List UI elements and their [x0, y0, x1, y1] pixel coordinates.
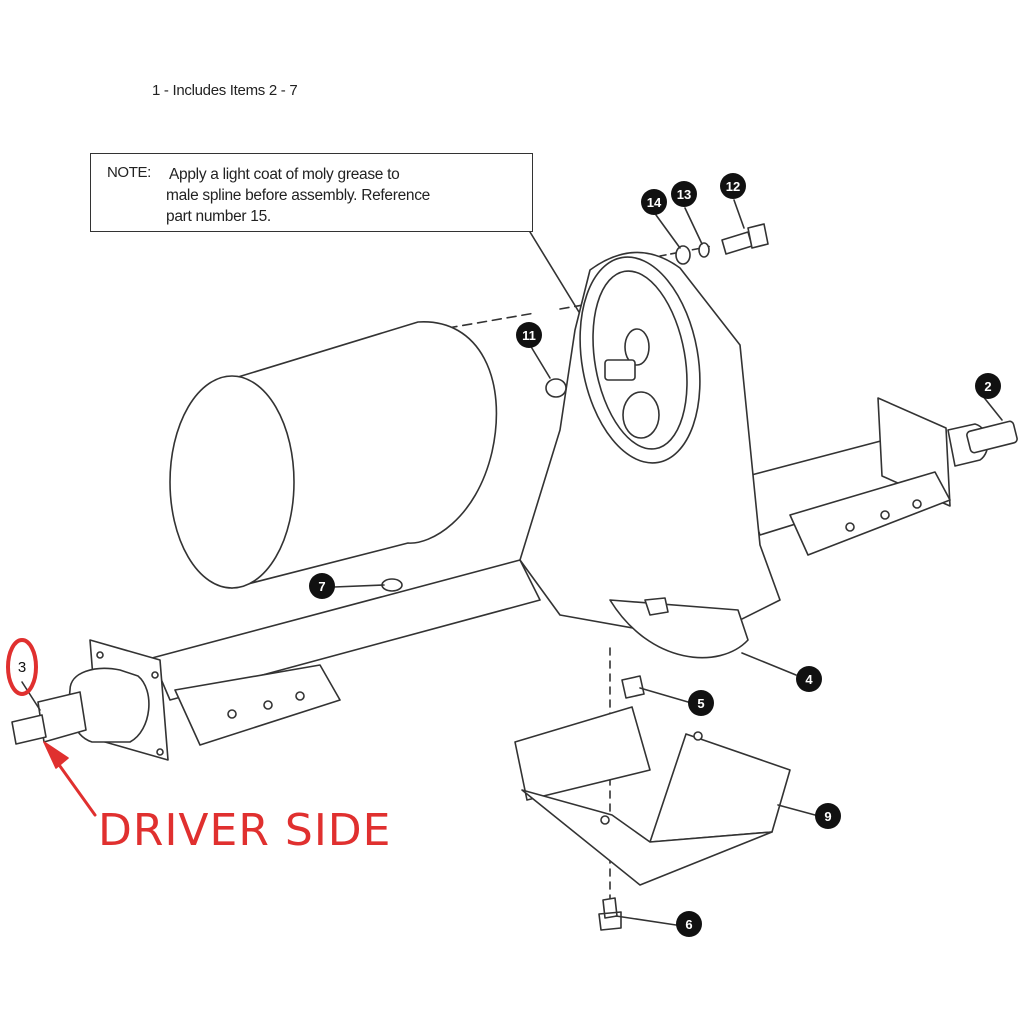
- note-box: NOTE: Apply a light coat of moly grease …: [90, 153, 533, 232]
- leader-12: [733, 199, 745, 229]
- callout-2: 2: [975, 373, 1001, 399]
- plug-11: [545, 378, 567, 398]
- skid-plate-9: [514, 706, 791, 886]
- leader-4: [741, 652, 797, 676]
- callout-4: 4: [796, 666, 822, 692]
- callout-11: 11: [516, 322, 542, 348]
- callout-5: 5: [688, 690, 714, 716]
- male-spline: [604, 359, 636, 381]
- callout-7: 7: [309, 573, 335, 599]
- header-note: 1 - Includes Items 2 - 7: [152, 82, 298, 99]
- vent-cap-7: [381, 578, 403, 592]
- leader-11: [529, 344, 551, 379]
- leader-3: [21, 681, 41, 711]
- differential-housing: [519, 251, 781, 659]
- right-axle-tube: [739, 397, 1018, 556]
- driver-side-annotation: DRIVER SIDE: [98, 805, 392, 856]
- note-line-2: male spline before assembly. Reference: [166, 187, 431, 204]
- lock-washer-13: [698, 242, 710, 258]
- bolt-6: [598, 897, 622, 931]
- bolt-12: [721, 223, 769, 255]
- note-line-1: Apply a light coat of moly grease to: [169, 166, 400, 183]
- leader-2: [981, 394, 1003, 421]
- red-arrow-head: [43, 741, 69, 769]
- leader-5: [639, 687, 689, 703]
- note-text: Apply a light coat of moly grease to mal…: [166, 164, 506, 227]
- callout-3: 3: [17, 658, 27, 676]
- callout-13: 13: [671, 181, 697, 207]
- nut-5: [621, 675, 645, 699]
- callout-14: 14: [641, 189, 667, 215]
- motor-body: [169, 321, 498, 589]
- callout-9: 9: [815, 803, 841, 829]
- leader-14: [655, 214, 681, 249]
- flat-washer-14: [675, 245, 691, 265]
- left-axle-tube: [11, 559, 541, 761]
- note-line-3: part number 15.: [166, 208, 271, 225]
- callout-12: 12: [720, 173, 746, 199]
- leader-9: [777, 804, 816, 816]
- callout-6: 6: [676, 911, 702, 937]
- highlight-circle: [6, 638, 38, 696]
- leader-6: [615, 915, 677, 926]
- note-label: NOTE:: [107, 164, 151, 181]
- leader-13: [684, 207, 703, 245]
- leader-7: [333, 584, 385, 588]
